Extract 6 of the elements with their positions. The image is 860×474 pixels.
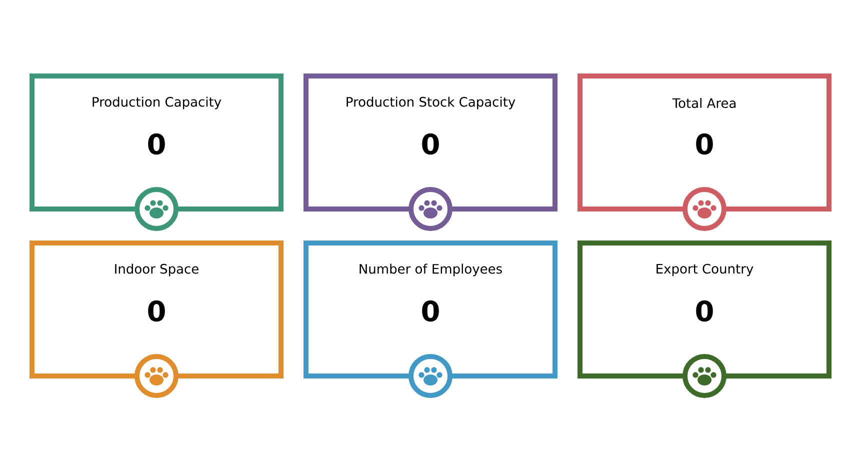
stat-card: Total Area 0 xyxy=(578,74,832,212)
stat-card: Indoor Space 0 xyxy=(30,240,284,378)
stat-card: Export Country 0 xyxy=(578,240,832,378)
stat-card: Number of Employees 0 xyxy=(304,240,558,378)
stat-card: Production Capacity 0 xyxy=(30,74,284,212)
stat-card: Production Stock Capacity 0 xyxy=(304,74,558,212)
